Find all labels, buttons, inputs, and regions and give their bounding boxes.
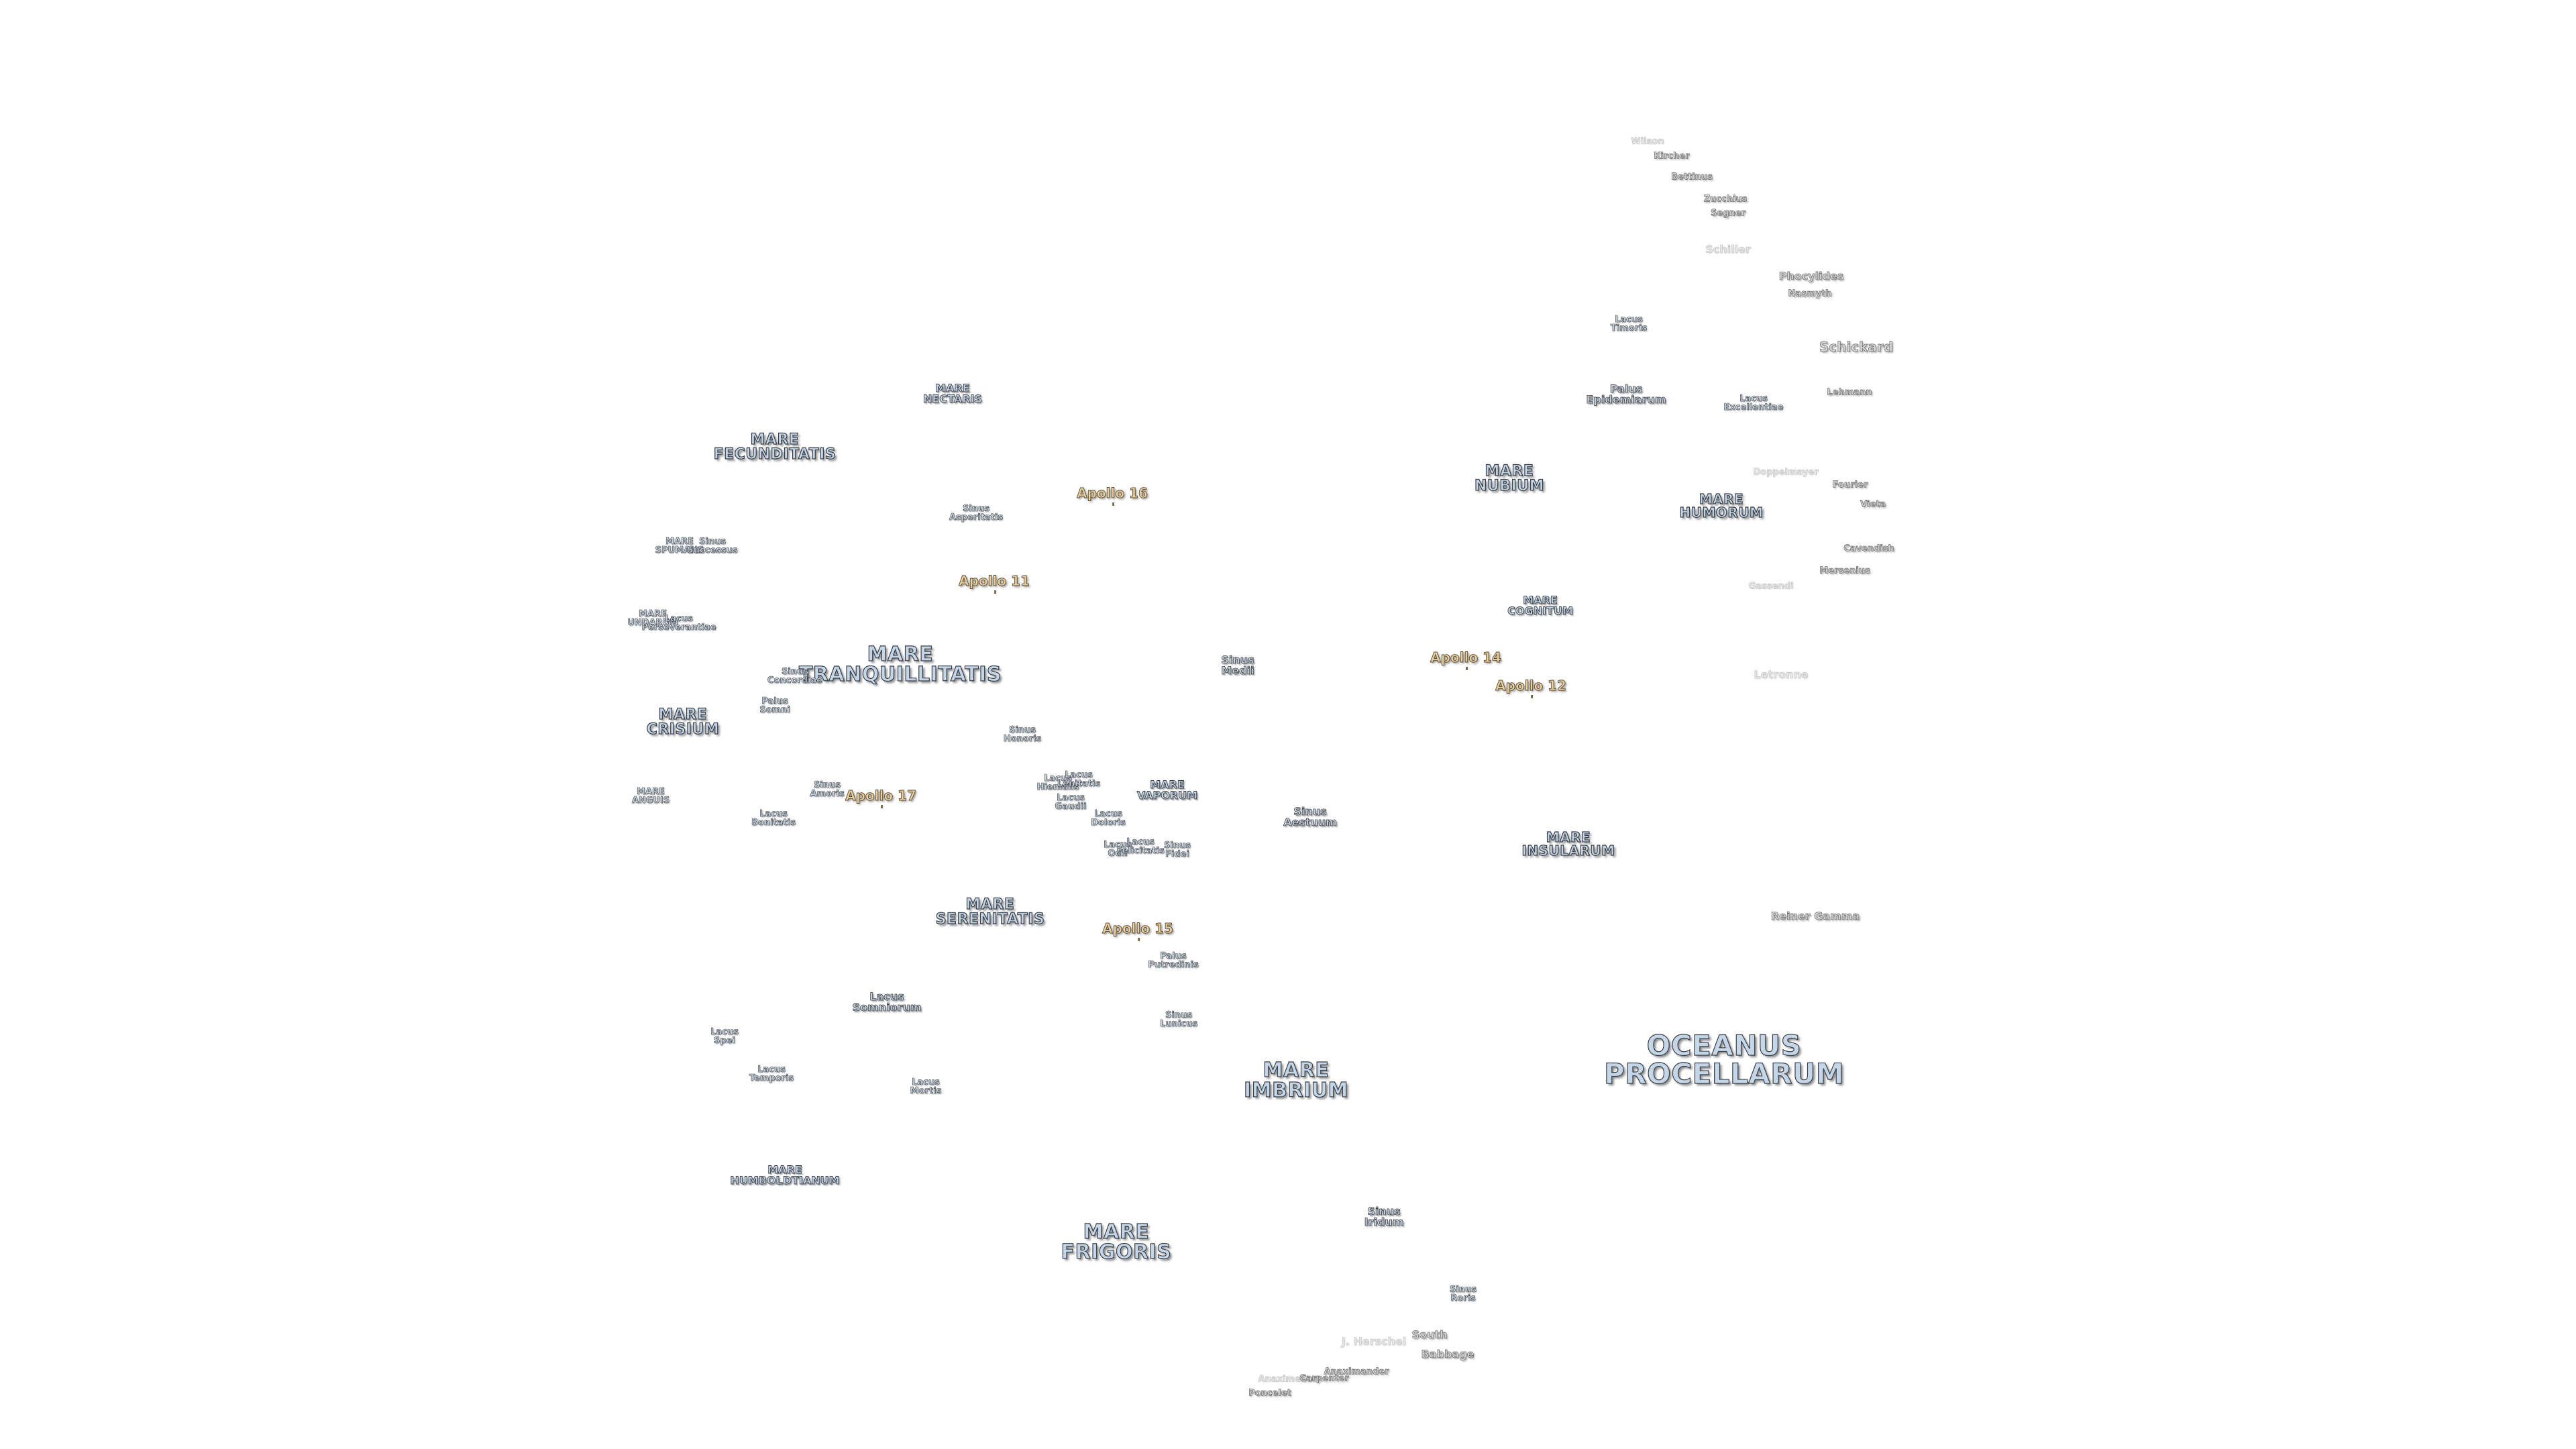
apollo-16-landing-site[interactable]: Apollo 16 (1077, 485, 1148, 506)
label-crater-gassendi[interactable]: Gassendi (1748, 581, 1794, 592)
label-lacus-odii[interactable]: Lacus Odii (1104, 840, 1132, 859)
apollo-11-landing-site[interactable]: Apollo 11 (959, 573, 1030, 594)
label-mare-frigoris[interactable]: MARE FRIGORIS (1061, 1220, 1172, 1264)
label-sinus-successus[interactable]: Sinus Successus (687, 537, 738, 555)
label-crater-vieta[interactable]: Vieta (1860, 499, 1886, 510)
label-lacus-felicitatis[interactable]: Lacus Felicitatis (1116, 837, 1165, 856)
label-sinus-medii[interactable]: Sinus Medii (1221, 653, 1254, 677)
label-crater-carpenter[interactable]: Carpenter (1299, 1373, 1349, 1384)
label-mare-vaporum[interactable]: MARE VAPORUM (1136, 778, 1198, 802)
label-lacus-excellentiae[interactable]: Lacus Excellentiae (1723, 394, 1784, 413)
label-mare-nectaris[interactable]: MARE NECTARIS (923, 382, 983, 405)
label-mare-cognitum[interactable]: MARE COGNITUM (1507, 594, 1574, 617)
label-sinus-honoris[interactable]: Sinus Honoris (1003, 725, 1042, 744)
label-crater-babbage[interactable]: Babbage (1421, 1348, 1474, 1360)
label-crater-fourier[interactable]: Fourier (1832, 480, 1868, 490)
label-crater-segner[interactable]: Segner (1711, 208, 1746, 219)
label-palus-epidemiarum[interactable]: Palus Epidemiarum (1586, 382, 1666, 406)
label-mare-imbrium[interactable]: MARE IMBRIUM (1243, 1059, 1348, 1102)
label-crater-j-herschel[interactable]: J. Herschel (1341, 1335, 1407, 1348)
label-crater-phocylides[interactable]: Phocylides (1778, 270, 1844, 282)
apollo-15-landing-site[interactable]: Apollo 15 (1102, 920, 1173, 941)
label-sinus-lunicus[interactable]: Sinus Lunicus (1160, 1010, 1198, 1029)
label-sinus-aestuum[interactable]: Sinus Aestuum (1283, 805, 1338, 828)
label-palus-putredinis[interactable]: Palus Putredinis (1148, 951, 1199, 970)
label-crater-doppelmayer[interactable]: Doppelmayer (1753, 467, 1819, 478)
label-crater-lehmann[interactable]: Lehmann (1827, 387, 1872, 398)
label-crater-anaximenes[interactable]: Anaximenes (1258, 1374, 1318, 1385)
label-lacus-somniorum[interactable]: Lacus Somniorum (852, 990, 922, 1014)
label-mare-anguis[interactable]: MARE ANGUIS (631, 787, 670, 806)
label-sinus-concordiae[interactable]: Sinus Concordiae (767, 667, 823, 686)
apollo-12-landing-site[interactable]: Apollo 12 (1495, 678, 1566, 698)
label-lacus-perseverantiae[interactable]: Lacus Perseverantiae (641, 614, 716, 633)
label-sinus-asperitatis[interactable]: Sinus Asperitatis (949, 504, 1004, 523)
label-crater-kircher[interactable]: Kircher (1654, 151, 1690, 162)
apollo-17-landing-site[interactable]: Apollo 17 (845, 788, 916, 808)
label-mare-insularum[interactable]: MARE INSULARUM (1521, 829, 1615, 859)
label-mare-tranquillitatis[interactable]: MARE TRANQUILLITATIS (798, 643, 1002, 686)
label-mare-spumans[interactable]: MARE SPUMANS (655, 537, 704, 555)
label-lacus-spei[interactable]: Lacus Spei (710, 1027, 739, 1046)
label-sinus-amoris[interactable]: Sinus Amoris (810, 780, 845, 799)
label-lacus-bonitatis[interactable]: Lacus Bonitatis (751, 809, 796, 828)
label-lacus-lenitatis[interactable]: Lacus Lenitatis (1057, 770, 1101, 789)
label-oceanus-procellarum[interactable]: OCEANUS PROCELLARUM (1603, 1029, 1845, 1090)
label-mare-serenitatis[interactable]: MARE SERENITATIS (935, 896, 1045, 928)
label-sinus-fidei[interactable]: Sinus Fidei (1163, 841, 1191, 859)
label-crater-schickard[interactable]: Schickard (1819, 339, 1894, 355)
label-lacus-temporis[interactable]: Lacus Temporis (749, 1065, 794, 1083)
label-crater-letronne[interactable]: Letronne (1754, 668, 1809, 681)
label-crater-mersenius[interactable]: Mersenius (1819, 566, 1870, 576)
label-lacus-hiemalis[interactable]: Lacus Hiemalis (1036, 773, 1079, 792)
label-lacus-doloris[interactable]: Lacus Doloris (1091, 809, 1126, 828)
apollo-14-landing-site[interactable]: Apollo 14 (1430, 649, 1501, 670)
label-mare-humorum[interactable]: MARE HUMORUM (1679, 491, 1764, 521)
label-crater-nasmyth[interactable]: Nasmyth (1788, 288, 1832, 299)
label-crater-schiller[interactable]: Schiller (1705, 243, 1751, 256)
label-lacus-gaudii[interactable]: Lacus Gaudii (1055, 793, 1087, 812)
label-crater-wilson[interactable]: Wilson (1631, 136, 1664, 147)
label-mare-undarum[interactable]: MARE UNDARUM (627, 609, 678, 628)
label-sinus-roris[interactable]: Sinus Roris (1449, 1285, 1477, 1303)
label-reiner-gamma[interactable]: Reiner Gamma (1770, 910, 1860, 922)
label-mare-fecunditatis[interactable]: MARE FECUNDITATIS (713, 431, 837, 463)
label-lacus-mortis[interactable]: Lacus Mortis (910, 1077, 942, 1096)
label-crater-south[interactable]: South (1411, 1328, 1448, 1341)
label-lacus-timoris[interactable]: Lacus Timoris (1610, 315, 1648, 333)
label-crater-bettinus[interactable]: Bettinus (1671, 172, 1713, 182)
label-crater-poncelet[interactable]: Poncelet (1248, 1388, 1291, 1399)
label-sinus-iridum[interactable]: Sinus Iridum (1364, 1205, 1404, 1228)
label-mare-humboldtianum[interactable]: MARE HUMBOLDTIANUM (730, 1163, 840, 1187)
label-crater-cavendish[interactable]: Cavendish (1843, 543, 1894, 554)
label-crater-zucchius[interactable]: Zucchius (1703, 194, 1748, 205)
label-crater-anaximander[interactable]: Anaximander (1324, 1366, 1389, 1377)
label-mare-nubium[interactable]: MARE NUBIUM (1474, 463, 1544, 494)
label-palus-somni[interactable]: Palus Somni (759, 696, 790, 715)
label-mare-crisium[interactable]: MARE CRISIUM (646, 706, 720, 738)
